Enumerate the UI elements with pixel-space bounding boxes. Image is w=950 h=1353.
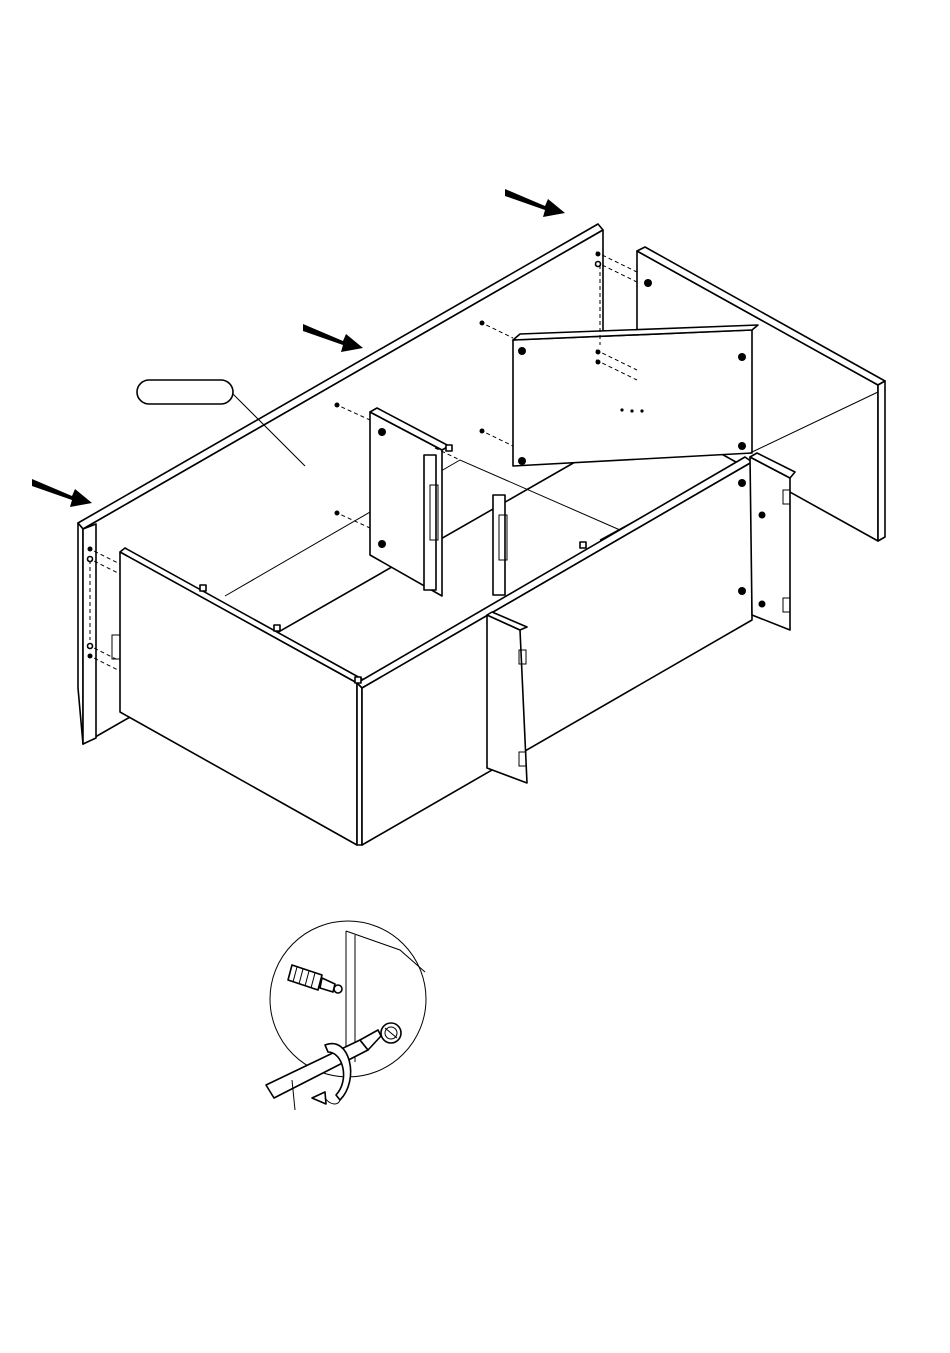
cam-bolt-icon	[288, 965, 342, 993]
push-arrow-middle	[303, 324, 363, 352]
drawer-rail-right	[493, 495, 507, 595]
detail-inset	[266, 921, 426, 1110]
push-arrow-right	[505, 189, 565, 217]
push-arrow-left	[32, 479, 92, 507]
door-left	[487, 612, 527, 783]
right-end-panel	[878, 381, 885, 541]
door-right	[750, 453, 795, 630]
callout-bubble	[137, 380, 233, 404]
cam-lock-icon	[381, 1023, 401, 1043]
middle-divider-2	[513, 325, 758, 466]
